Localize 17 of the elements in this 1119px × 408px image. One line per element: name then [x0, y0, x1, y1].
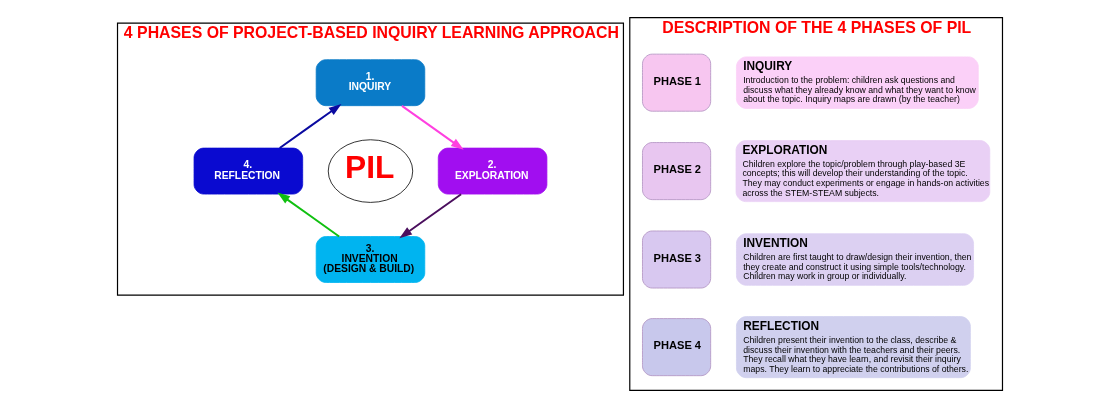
- node-box: 1. INQUIRY: [315, 59, 425, 107]
- node-ellipse: PIL: [327, 139, 413, 203]
- node-box: PHASE 1: [641, 53, 711, 112]
- arrow: [276, 192, 340, 238]
- node-box: INVENTION Children are first taught to draw/design their invention, then they create and construct it using simple tools/technology. Children may work in group or individually.: [735, 233, 974, 286]
- node-box: 3. INVENTION (DESIGN & BUILD): [315, 236, 425, 283]
- arrow: [278, 104, 341, 149]
- node-box: PHASE 3: [641, 230, 711, 289]
- node-box: REFLECTION Children present their invention to the class, describe & discuss their invention with the teachers and their peers. They recall what they have learn, and revisit their inquiry maps. They learn to appreciate the contributions of others.: [735, 316, 971, 379]
- node-box: PHASE 2: [641, 142, 711, 201]
- node-box: PHASE 4: [641, 318, 711, 377]
- node-box: 4. REFLECTION: [193, 147, 303, 195]
- node-box: INQUIRY Introduction to the problem: children ask questions and discuss what they already know and what they want to know about the topic. Inquiry maps are drawn (by the teacher): [735, 56, 979, 109]
- node-box: EXPLORATION Children explore the topic/problem through play-based 3E concepts; this will develop their understanding of the topic. They may conduct experiments or engage in hands-on activities across the STEM-STEAM subjects.: [735, 140, 990, 202]
- node-box: 2. EXPLORATION: [437, 147, 547, 195]
- arrow: [398, 193, 462, 239]
- arrow: [400, 104, 464, 150]
